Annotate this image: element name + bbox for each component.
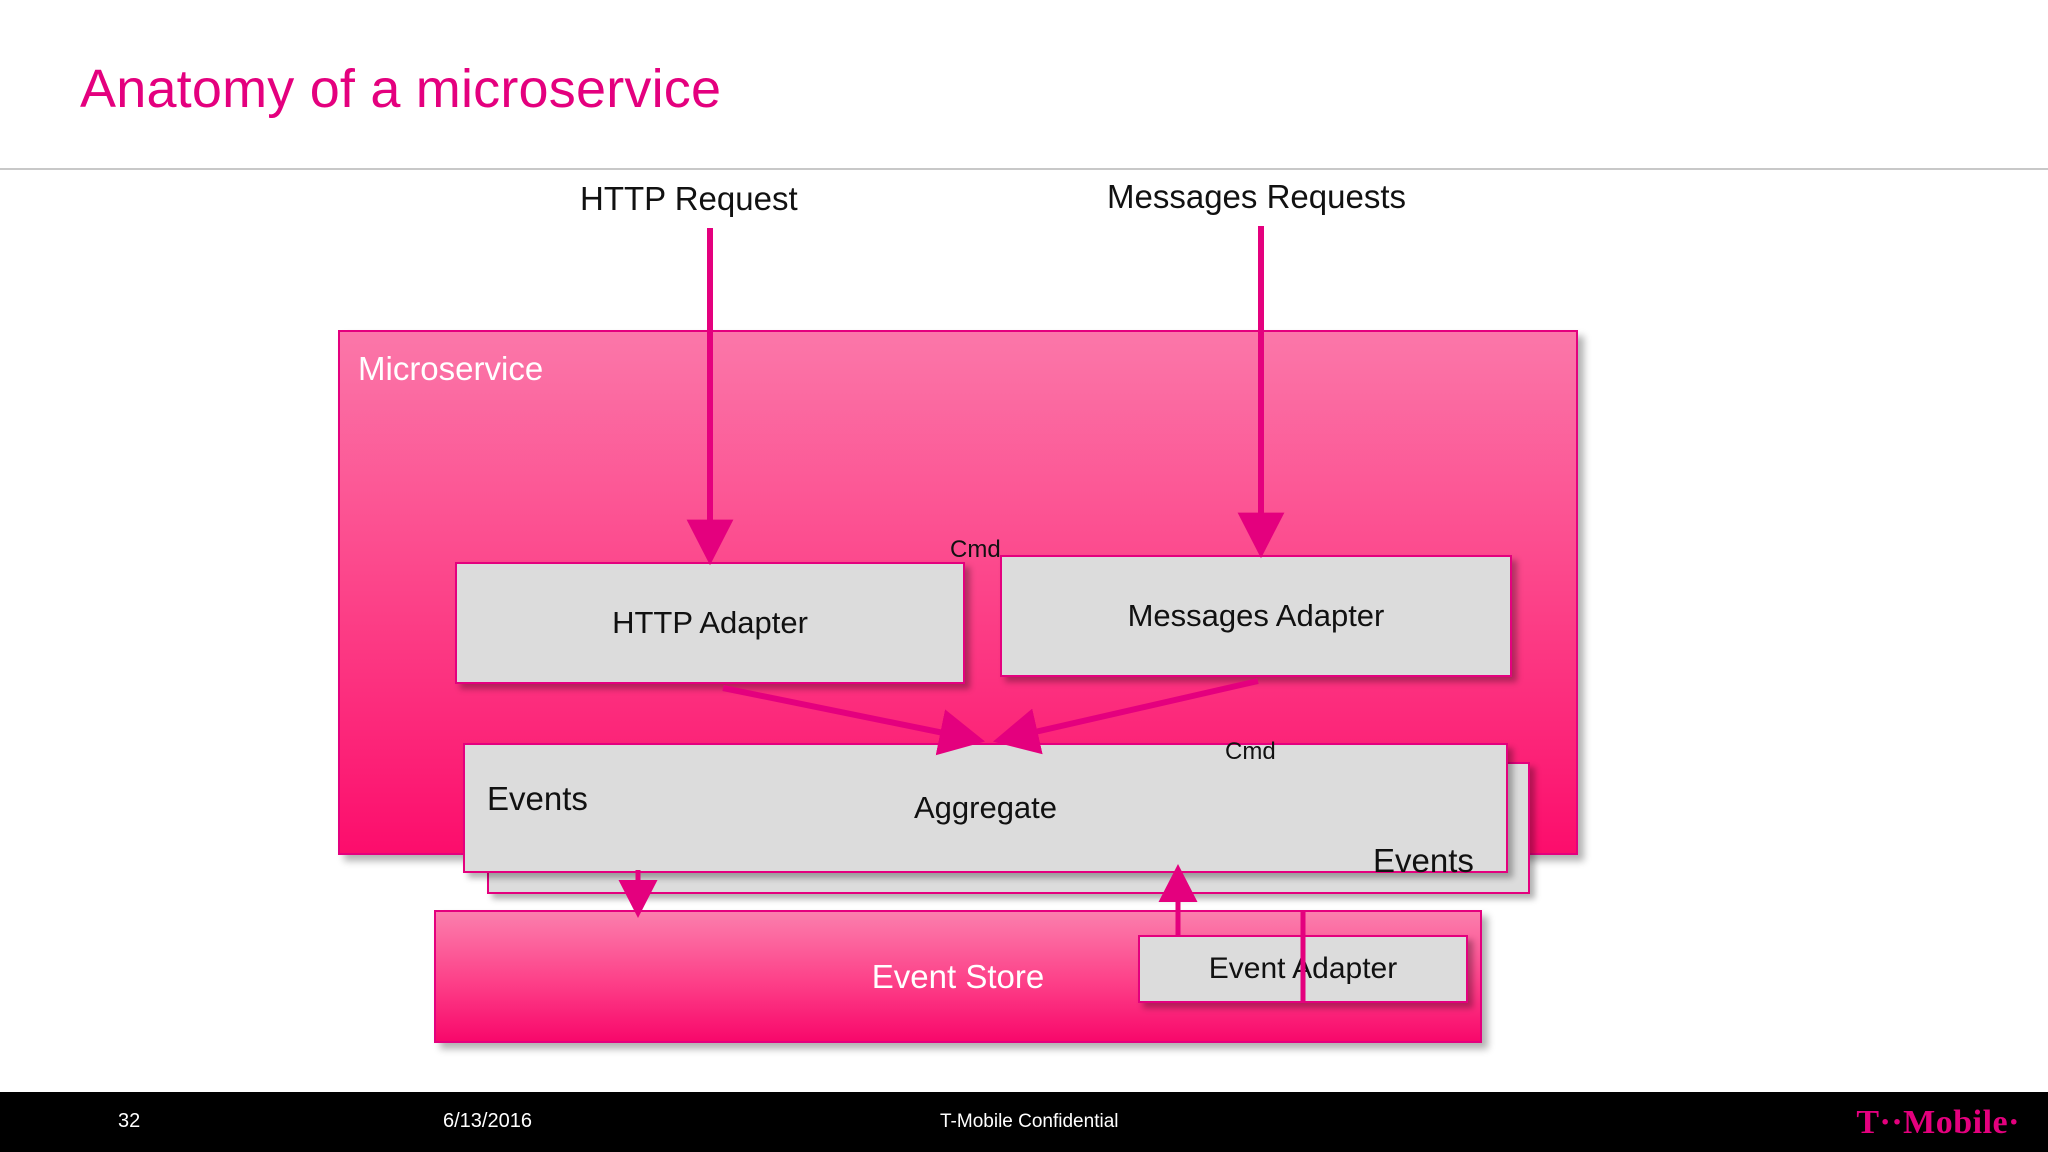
label-cmd-bottom: Cmd [1225,738,1276,765]
messages-adapter-label: Messages Adapter [1127,598,1385,633]
slide-footer: 32 6/13/2016 T-Mobile Confidential T··Mo… [0,1092,2048,1152]
label-cmd-top: Cmd [950,536,1001,563]
page-title: Anatomy of a microservice [80,59,722,119]
label-events-right: Events [1373,842,1474,879]
aggregate-label: Aggregate [913,790,1058,825]
event-adapter-box: Event Adapter [1138,935,1468,1003]
label-http-request: HTTP Request [580,180,798,217]
http-adapter-label: HTTP Adapter [612,605,808,640]
microservice-architecture-diagram: HTTP Request Messages Requests Microserv… [0,170,2048,1100]
footer-confidentiality-notice: T-Mobile Confidential [940,1111,1119,1132]
aggregate-box: Aggregate [463,743,1508,873]
label-events-left: Events [487,780,588,817]
footer-date: 6/13/2016 [443,1110,532,1132]
label-messages-requests: Messages Requests [1107,178,1406,215]
microservice-container-label: Microservice [358,350,544,387]
http-adapter-box: HTTP Adapter [455,562,965,684]
event-store-label: Event Store [871,957,1045,995]
footer-page-number: 32 [118,1110,141,1132]
title-divider [0,168,2048,170]
event-adapter-label: Event Adapter [1208,952,1398,985]
messages-adapter-box: Messages Adapter [1000,555,1512,677]
tmobile-logo: T··Mobile· [1856,1104,2020,1141]
